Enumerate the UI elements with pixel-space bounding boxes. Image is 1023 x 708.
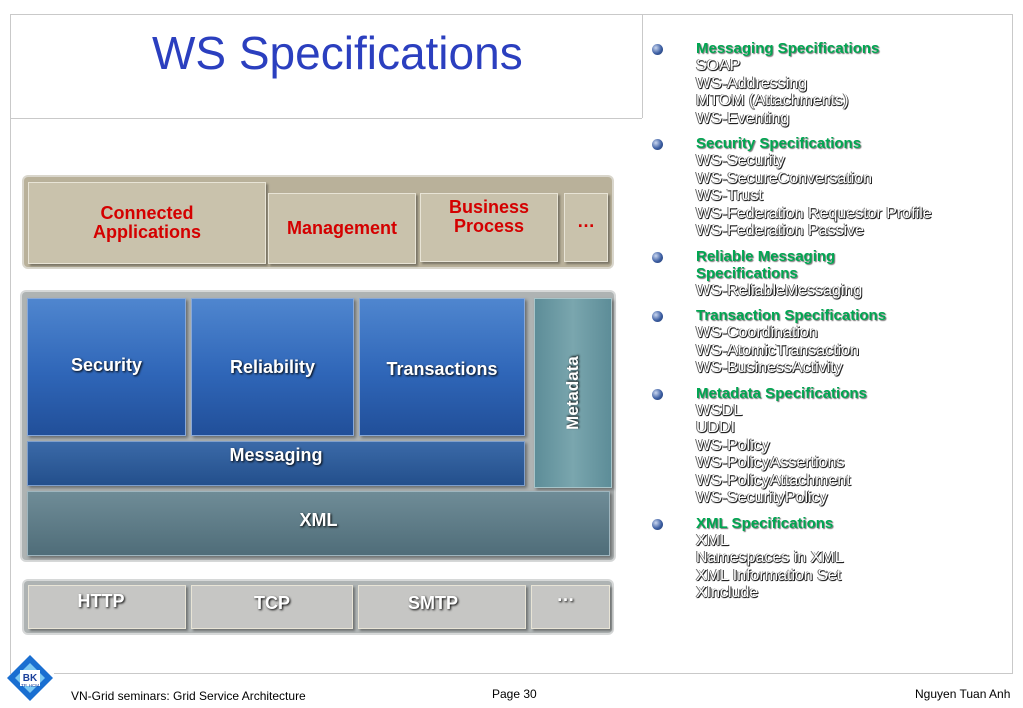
bullet-icon [652,518,663,530]
spec-item: WS-ReliableMessaging [696,281,863,299]
bullet-icon [652,388,663,400]
spec-item: WS-SecurityPolicy [696,489,828,506]
spec-item: WS-AtomicTransaction [696,341,859,359]
spec-item: WS-Security [696,152,785,169]
bk-logo: BK TP. HCM [7,655,53,701]
top-row-more-label: … [577,211,595,231]
business-process-label: Business Process [448,197,530,236]
frame-right-border [1012,14,1013,674]
spec-item: WS-SecureConversation [696,169,873,187]
bullet-icon [652,311,663,322]
slide-title: WS Specifications [152,27,523,79]
spec-heading: Security Specifications [696,135,862,152]
smtp-cell: SMTP [358,585,526,629]
smtp-label: SMTP [407,593,458,613]
spec-heading: XML Specifications [696,514,834,532]
spec-item: WS-Federation Requestor Profile [696,204,932,222]
logo-text: BK [23,673,38,684]
footer-author: Nguyen Tuan Anh [915,687,1011,701]
management-cell: Management [268,193,416,264]
messaging-label: Messaging [229,445,323,465]
bottom-row-more-label: … [556,585,575,605]
spec-item: UDDI [696,419,736,436]
spec-item: WS-Eventing [696,109,790,127]
spec-item: WS-Policy [696,436,770,454]
spec-item: WS-BusinessActivity [696,359,843,376]
bullet-icon [652,44,663,55]
transactions-block: Transactions [359,298,525,436]
metadata-bar: Metadata [534,298,612,488]
column-divider [642,14,643,118]
spec-item: WS-Addressing [696,74,808,92]
management-label: Management [286,218,398,238]
spec-heading: Transaction Specifications [696,307,887,324]
spec-item: WS-Trust [696,187,763,204]
business-process-cell: Business Process [420,193,558,262]
spec-item: XInclude [696,584,759,601]
footer-left-text: VN-Grid seminars: Grid Service Architect… [71,689,306,703]
metadata-label: Metadata [563,356,582,430]
title-divider [10,118,642,119]
spec-item: WSDL [696,401,743,419]
spec-item: XML [696,531,729,549]
reliability-label: Reliability [229,357,316,377]
security-block: Security [27,298,186,436]
spec-heading: Reliable Messaging Specifications [696,247,836,282]
spec-group-messaging: Messaging Specifications SOAP WS-Address… [652,40,1012,127]
bullet-icon [652,251,663,263]
spec-list: Messaging Specifications SOAP WS-Address… [652,40,1012,610]
spec-item: WS-PolicyAttachment [696,471,851,489]
spec-item: SOAP [696,57,741,74]
bullet-icon [652,139,663,150]
spec-group-transaction: Transaction Specifications WS-Coordinati… [652,307,1012,377]
messaging-bar: Messaging [27,441,525,486]
logo-subtext: TP. HCM [21,683,39,688]
connected-applications-label: Connected Applications [92,203,201,242]
frame-left-border [10,14,11,674]
spec-item: WS-Coordination [696,324,818,341]
tcp-label: TCP [254,593,290,613]
spec-group-metadata: Metadata Specifications WSDL UDDI WS-Pol… [652,385,1012,507]
xml-label: XML [299,510,338,530]
logo-center-shape [20,670,40,686]
spec-group-security: Security Specifications WS-Security WS-S… [652,135,1012,240]
frame-top-border [10,14,1013,15]
xml-bar: XML [27,491,610,556]
spec-heading: Metadata Specifications [696,384,867,402]
spec-group-xml: XML Specifications XML Namespaces in XML… [652,515,1012,602]
bottom-row-more-cell: … [531,585,610,629]
spec-group-reliable-messaging: Reliable Messaging Specifications WS-Rel… [652,248,1012,300]
footer-divider [54,673,1013,674]
connected-applications-cell: Connected Applications [28,182,266,264]
spec-heading: Messaging Specifications [696,40,880,57]
spec-item: WS-Federation Passive [696,222,865,239]
footer-page-number: Page 30 [492,687,537,701]
top-row-more-cell: … [564,193,608,262]
spec-item: WS-PolicyAssertions [696,454,845,471]
security-label: Security [70,355,143,375]
spec-item: Namespaces in XML [696,549,844,566]
reliability-block: Reliability [191,298,354,436]
tcp-cell: TCP [191,585,353,629]
http-label: HTTP [77,591,125,611]
spec-item: MTOM (Attachments) [696,92,849,109]
spec-item: XML Information Set [696,566,842,584]
http-cell: HTTP [28,585,186,629]
transactions-label: Transactions [386,359,498,379]
